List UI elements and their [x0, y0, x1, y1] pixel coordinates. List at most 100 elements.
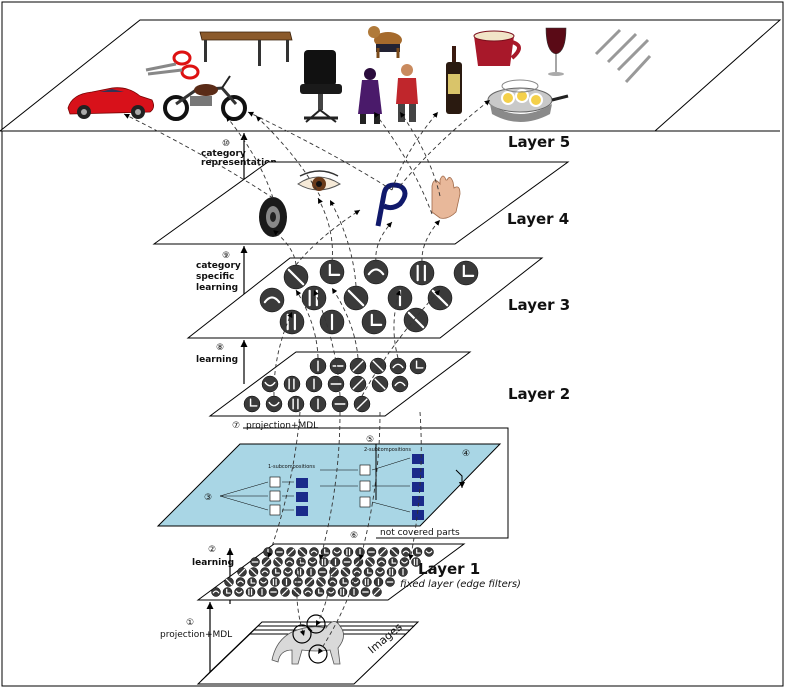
part-stroke — [402, 550, 410, 554]
part-glyph — [297, 547, 308, 557]
part-glyph — [268, 587, 279, 597]
part-stroke — [299, 548, 306, 556]
part-disc — [296, 557, 306, 567]
part-stroke — [328, 263, 341, 276]
tire-icon — [259, 197, 287, 237]
part-glyph — [287, 395, 305, 413]
part-glyph — [261, 557, 272, 567]
part-stroke — [378, 560, 385, 564]
part-stroke — [347, 289, 365, 307]
part-glyph — [453, 260, 479, 286]
part-glyph — [293, 577, 303, 587]
part-stroke — [329, 580, 336, 584]
part-glyph — [353, 557, 364, 567]
part-disc — [319, 259, 345, 285]
part-disc — [412, 547, 423, 557]
layer-1-parts — [211, 547, 434, 597]
part-glyph — [387, 285, 413, 311]
part-disc — [409, 260, 435, 286]
part-glyph — [401, 547, 411, 557]
person-icon — [396, 64, 418, 122]
part-glyph — [331, 395, 349, 413]
part-glyph — [388, 557, 398, 567]
step-1-label: projection+MDL — [160, 630, 232, 640]
part-disc — [424, 547, 434, 557]
part-glyph — [307, 557, 318, 567]
part-stroke — [309, 560, 316, 564]
mini-link — [371, 501, 411, 513]
mini-filter — [296, 492, 308, 502]
part-glyph — [389, 357, 407, 375]
part-disc — [352, 567, 362, 577]
part-disc — [261, 375, 279, 393]
part-disc — [279, 309, 305, 335]
part-glyph — [375, 567, 385, 577]
part-disc — [361, 309, 387, 335]
eye-icon — [297, 170, 341, 191]
part-glyph — [273, 557, 283, 567]
part-stroke — [374, 378, 386, 390]
part-stroke — [391, 558, 397, 564]
dashed-connection — [273, 311, 293, 397]
part-stroke — [286, 560, 293, 564]
part-stroke — [401, 560, 408, 564]
step-2-number: ② — [208, 545, 216, 555]
part-glyph — [281, 577, 292, 587]
dashed-connection — [318, 411, 341, 561]
part-glyph — [319, 309, 345, 335]
part-glyph — [337, 587, 348, 597]
step-4-number: ④ — [462, 449, 470, 459]
office-chair-icon — [300, 50, 342, 123]
dashed-connection — [361, 289, 441, 397]
layer-2-parts — [243, 357, 427, 413]
part-stroke — [367, 568, 372, 574]
part-glyph — [409, 260, 435, 286]
part-disc — [259, 287, 285, 313]
part-stroke — [293, 588, 300, 596]
dashed-connection — [317, 197, 333, 263]
dashed-connection — [391, 111, 439, 191]
part-stroke — [310, 550, 318, 554]
part-glyph — [386, 567, 397, 577]
part-stroke — [306, 578, 313, 586]
part-glyph — [261, 375, 279, 393]
part-disc — [391, 375, 409, 393]
blue-plane-contents — [219, 454, 424, 520]
part-glyph — [286, 547, 296, 557]
part-glyph — [343, 547, 354, 557]
part-stroke — [274, 558, 282, 566]
mini-box — [359, 496, 371, 508]
part-disc — [386, 567, 397, 577]
part-glyph — [305, 375, 323, 393]
subcompositions-left-label: 1-subcompositions — [268, 464, 315, 470]
part-glyph — [403, 307, 429, 333]
dashed-connection — [295, 209, 361, 266]
motorcycle-icon — [163, 75, 247, 121]
part-disc — [294, 567, 305, 577]
part-glyph — [284, 557, 295, 567]
not-covered-parts-label: not covered parts — [380, 528, 460, 538]
letter-p-icon — [375, 182, 408, 227]
dog-sketch-icon — [271, 614, 344, 665]
step-8-number: ⑧ — [216, 343, 224, 353]
part-glyph — [385, 577, 395, 587]
part-stroke — [407, 311, 425, 329]
dashed-connection — [225, 115, 274, 199]
part-stroke — [249, 398, 258, 407]
mini-filter — [296, 478, 308, 488]
part-stroke — [425, 550, 433, 554]
step-8-label: learning — [196, 355, 238, 365]
part-glyph — [340, 567, 351, 577]
part-glyph — [235, 577, 246, 587]
part-glyph — [349, 375, 367, 393]
part-stroke — [364, 578, 369, 586]
part-stroke — [415, 360, 424, 369]
part-stroke — [462, 264, 475, 277]
part-glyph — [362, 577, 372, 587]
layer-3-parts — [259, 259, 479, 335]
part-stroke — [237, 580, 244, 584]
part-glyph — [409, 357, 427, 375]
part-disc — [258, 577, 269, 587]
step-9-label-line3: learning — [196, 283, 238, 293]
